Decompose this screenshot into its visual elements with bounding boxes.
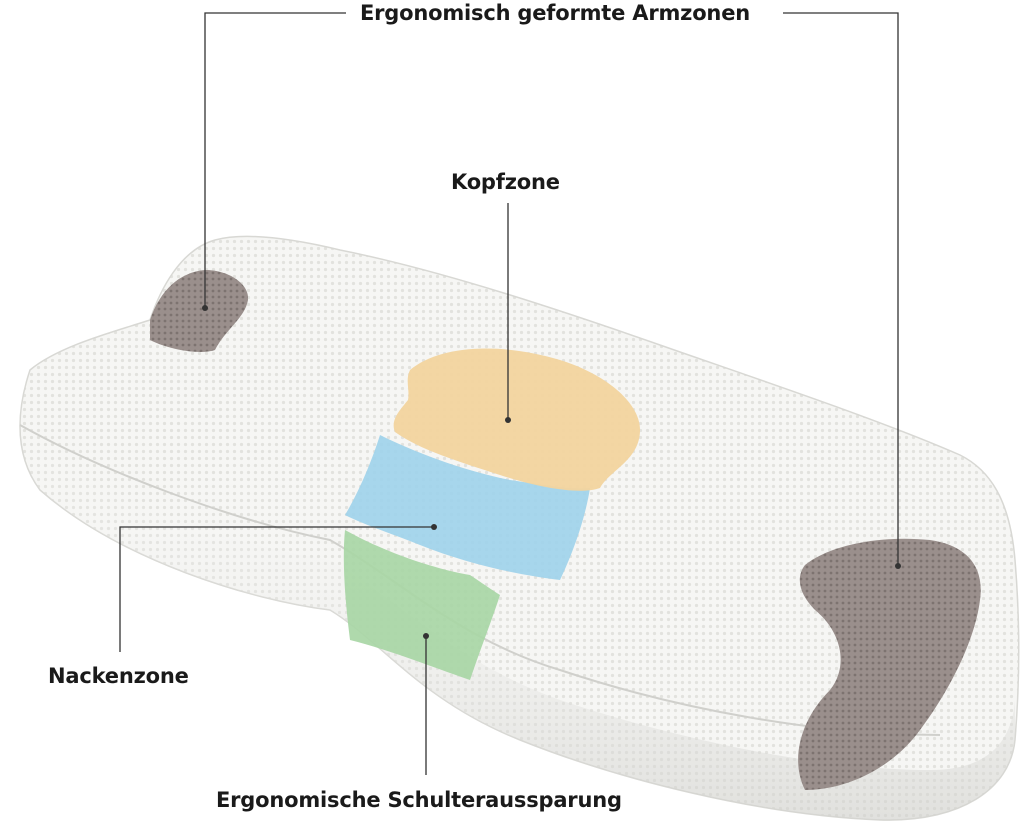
- arm-zone-right: [798, 538, 981, 790]
- dot-arm-right: [895, 563, 901, 569]
- head-zone: [393, 348, 640, 491]
- leader-line-arm-left: [204, 12, 346, 308]
- leader-line-arm-right: [783, 12, 899, 566]
- arm-zone-left: [150, 270, 249, 352]
- leader-dots: [202, 305, 901, 639]
- dot-arm-left: [202, 305, 208, 311]
- dot-neck: [431, 524, 437, 530]
- pillow-side: [25, 430, 1016, 821]
- dot-shoulder: [423, 633, 429, 639]
- label-neck-zone: Nackenzone: [48, 664, 189, 688]
- label-arm-zones: Ergonomisch geformte Armzonen: [360, 1, 750, 25]
- leader-lines: [119, 12, 899, 775]
- shoulder-zone: [343, 530, 500, 680]
- label-head-zone: Kopfzone: [451, 170, 560, 194]
- label-shoulder-recess: Ergonomische Schulteraussparung: [216, 788, 622, 812]
- neck-zone: [345, 435, 590, 580]
- dot-head: [505, 417, 511, 423]
- leader-line-neck: [119, 526, 434, 652]
